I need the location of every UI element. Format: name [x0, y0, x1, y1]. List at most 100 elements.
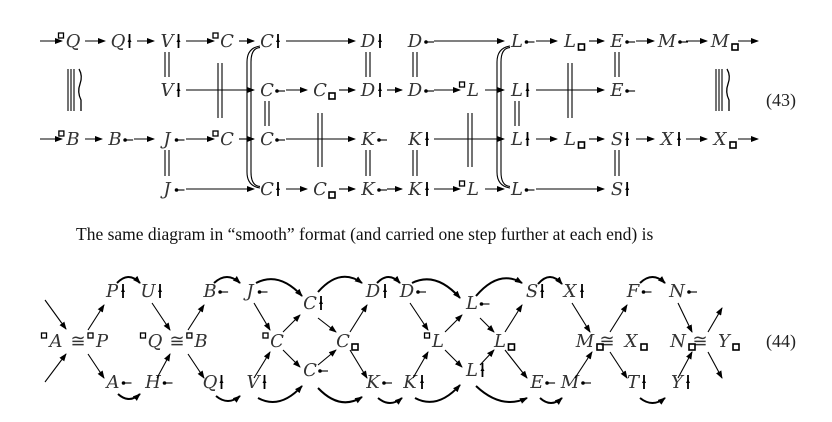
tick-head-icon: [127, 38, 132, 42]
node-label: B: [193, 331, 207, 352]
diagram-node: X: [712, 129, 737, 150]
prefix-square-icon: [212, 130, 219, 137]
node-label: B: [202, 281, 216, 302]
node-label: E: [609, 80, 623, 101]
node-label: E: [529, 372, 543, 393]
tick-head-icon: [276, 38, 280, 42]
arrow: [187, 353, 205, 379]
node-label: A: [105, 372, 120, 393]
diagram-node: L: [458, 179, 479, 200]
arrow: [87, 304, 105, 331]
arrow: [349, 304, 368, 333]
diagram-node: N: [669, 331, 696, 352]
arrow: [156, 353, 171, 379]
equation-number-43: (43): [766, 90, 796, 111]
node-label: K: [407, 179, 423, 200]
diagram-node: Y: [671, 372, 690, 393]
diagram-node: V: [161, 80, 181, 101]
diagram-node: L: [458, 80, 479, 101]
diagram-node: C: [303, 293, 323, 314]
arrow: [677, 351, 693, 379]
tick-head-icon: [420, 379, 424, 383]
diagram-node: B: [202, 281, 229, 302]
arrow: [253, 302, 271, 331]
curved-arrow: [475, 385, 528, 404]
diagram-node: C: [260, 129, 285, 150]
node-label: D: [407, 80, 423, 101]
diagram-node: P: [87, 331, 109, 352]
diagram-node: L: [563, 129, 586, 150]
diagram-node: J: [159, 179, 185, 200]
node-label: L: [563, 31, 576, 52]
diagram-node: C: [303, 360, 328, 381]
node-label: N: [669, 331, 687, 352]
prefix-square-icon: [58, 130, 65, 137]
diagram-node: M: [560, 372, 591, 393]
prefix-square-icon: [186, 332, 193, 339]
diagram-node: D: [399, 281, 426, 302]
diagram-node: L: [493, 331, 516, 352]
diagram-node: L: [510, 80, 530, 101]
diagram-node: Y: [718, 331, 740, 352]
node-label: B: [107, 129, 121, 150]
node-label: J: [159, 129, 172, 150]
diagram-node: X: [659, 129, 681, 150]
diagram-node: E: [609, 31, 636, 52]
node-label: L: [466, 179, 479, 200]
diagram-node: T: [627, 372, 646, 393]
node-label: L: [510, 129, 523, 150]
tick-head-icon: [525, 136, 530, 140]
diagram-node: C: [212, 129, 234, 150]
diagram-node: C: [262, 331, 284, 352]
arrow: [317, 317, 337, 333]
isomorphism-symbol: ≅: [70, 331, 85, 352]
diagram-node: E: [529, 372, 556, 393]
node-label: D: [365, 281, 381, 302]
diagram-node: X: [623, 331, 648, 352]
node-label: C: [260, 80, 274, 101]
diagram-node: C: [336, 331, 359, 352]
node-label: K: [360, 179, 376, 200]
node-label: K: [360, 129, 376, 150]
node-label: J: [159, 179, 172, 200]
node-label: U: [140, 281, 156, 302]
diagram-node: Q: [111, 31, 132, 52]
node-label: L: [493, 331, 506, 352]
diagram-node: L: [563, 31, 586, 52]
curved-arrow: [376, 275, 401, 284]
node-label: E: [609, 31, 623, 52]
diagram-node: Q: [203, 372, 224, 393]
node-label: K: [402, 372, 418, 393]
subscript-square-icon: [640, 343, 648, 351]
isomorphism-symbol: ≅: [692, 331, 707, 352]
diagram-node: X: [562, 281, 584, 302]
diagram-node: K: [402, 372, 424, 393]
curved-arrow: [213, 276, 241, 284]
arrow: [609, 351, 628, 379]
tick-head-icon: [262, 379, 267, 383]
tick-head-icon: [540, 288, 545, 292]
diagram-node: L: [423, 331, 444, 352]
node-label: S: [611, 179, 623, 200]
tick-head-icon: [176, 87, 181, 91]
subscript-square-icon: [688, 343, 696, 351]
curved-arrow: [317, 387, 363, 404]
curved-arrow: [639, 397, 666, 405]
arrow: [504, 349, 528, 379]
prefix-square-icon: [57, 32, 65, 39]
node-label: C: [270, 331, 284, 352]
tick-head-icon: [319, 300, 323, 304]
tick-head-icon: [176, 38, 181, 42]
node-label: P: [105, 281, 119, 302]
diagram-node: D: [360, 31, 382, 52]
tick-head-icon: [219, 379, 224, 383]
curved-arrow: [639, 275, 666, 284]
node-label: S: [526, 281, 538, 302]
diagram-node: F: [626, 281, 652, 302]
curved-arrow: [539, 397, 563, 405]
arrow: [187, 304, 205, 331]
arrow: [253, 351, 271, 379]
node-label: M: [575, 331, 595, 352]
subscript-square-icon: [577, 43, 586, 51]
